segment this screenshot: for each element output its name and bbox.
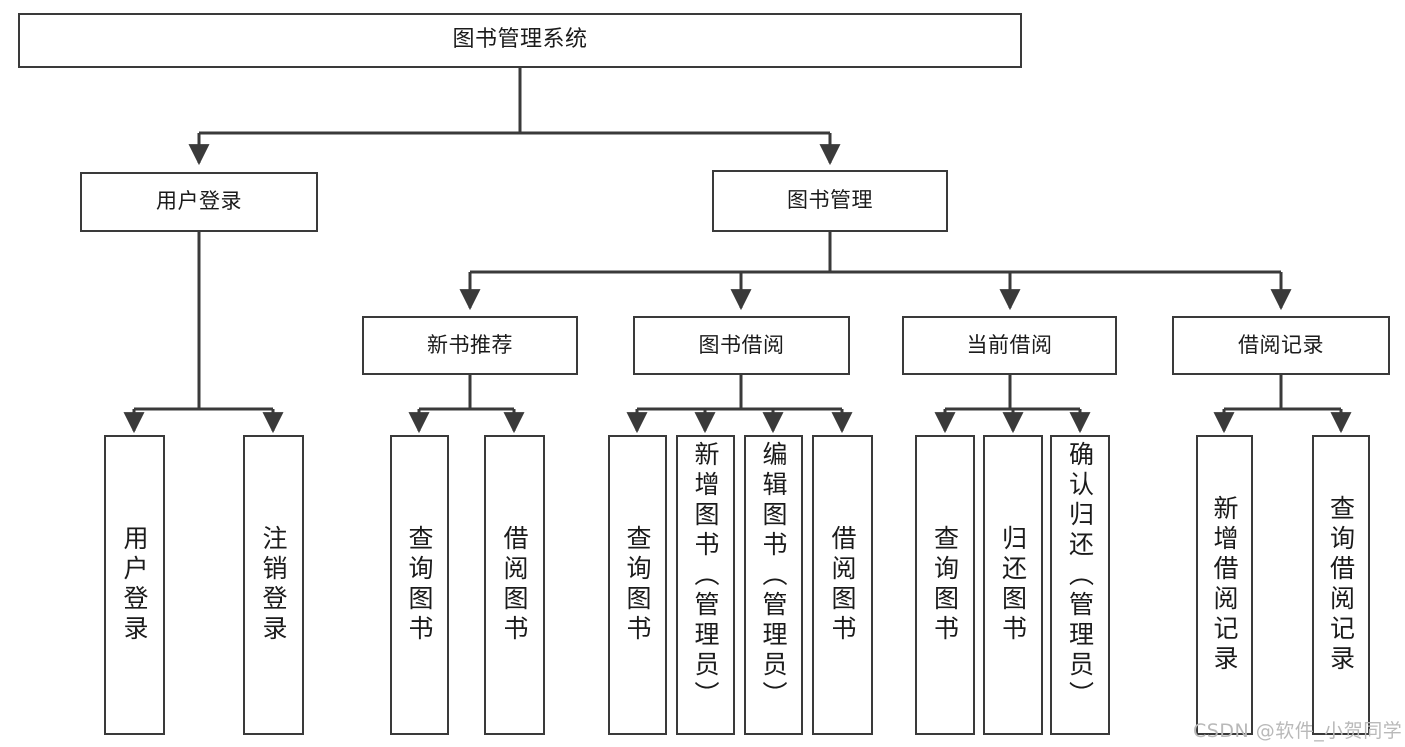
leaf-borrow-edit-book-admin[interactable]: 编辑图书（管理员） bbox=[744, 435, 803, 735]
leaf-recommend-query-book[interactable]: 查询图书 bbox=[390, 435, 449, 735]
node-label: 当前借阅 bbox=[966, 332, 1053, 357]
node-label: 归还图书 bbox=[998, 525, 1028, 645]
node-label: 借阅图书 bbox=[828, 525, 857, 645]
node-label: 借阅记录 bbox=[1238, 332, 1324, 357]
node-label: 借阅图书 bbox=[500, 525, 529, 645]
leaf-recommend-borrow-book[interactable]: 借阅图书 bbox=[484, 435, 545, 735]
node-label: 用户登录 bbox=[120, 525, 149, 645]
leaf-user-login-logout[interactable]: 注销登录 bbox=[243, 435, 304, 735]
node-label: 查询图书 bbox=[405, 525, 434, 645]
node-label: 查询图书 bbox=[930, 525, 960, 645]
leaf-borrow-borrow-book[interactable]: 借阅图书 bbox=[812, 435, 873, 735]
node-label: 注销登录 bbox=[259, 525, 288, 645]
node-label: 确认归还（管理员） bbox=[1065, 441, 1095, 711]
node-borrow-record[interactable]: 借阅记录 bbox=[1172, 316, 1390, 375]
leaf-current-confirm-return-admin[interactable]: 确认归还（管理员） bbox=[1050, 435, 1110, 735]
node-user-login[interactable]: 用户登录 bbox=[80, 172, 318, 232]
node-label: 新书推荐 bbox=[427, 332, 513, 357]
node-label: 图书管理系统 bbox=[452, 27, 588, 53]
node-new-book-recommend[interactable]: 新书推荐 bbox=[362, 316, 578, 375]
leaf-current-return-book[interactable]: 归还图书 bbox=[983, 435, 1043, 735]
leaf-record-add-borrow-record[interactable]: 新增借阅记录 bbox=[1196, 435, 1253, 735]
node-root-book-management-system[interactable]: 图书管理系统 bbox=[18, 13, 1022, 68]
watermark: CSDN @软件_小贺同学 bbox=[1193, 720, 1403, 742]
node-label: 图书借阅 bbox=[698, 332, 785, 357]
leaf-record-query-borrow-record[interactable]: 查询借阅记录 bbox=[1312, 435, 1370, 735]
leaf-borrow-add-book-admin[interactable]: 新增图书（管理员） bbox=[676, 435, 735, 735]
leaf-user-login-login[interactable]: 用户登录 bbox=[104, 435, 165, 735]
leaf-borrow-query-book[interactable]: 查询图书 bbox=[608, 435, 667, 735]
leaf-current-query-book[interactable]: 查询图书 bbox=[915, 435, 975, 735]
node-label: 新增图书（管理员） bbox=[691, 441, 720, 711]
node-label: 新增借阅记录 bbox=[1210, 495, 1239, 675]
node-label: 查询借阅记录 bbox=[1326, 495, 1356, 675]
node-label: 图书管理 bbox=[787, 188, 873, 213]
node-label: 查询图书 bbox=[623, 525, 652, 645]
node-book-management[interactable]: 图书管理 bbox=[712, 170, 948, 232]
node-current-borrow[interactable]: 当前借阅 bbox=[902, 316, 1117, 375]
node-label: 编辑图书（管理员） bbox=[759, 441, 788, 711]
node-label: 用户登录 bbox=[156, 189, 242, 214]
node-book-borrow[interactable]: 图书借阅 bbox=[633, 316, 850, 375]
